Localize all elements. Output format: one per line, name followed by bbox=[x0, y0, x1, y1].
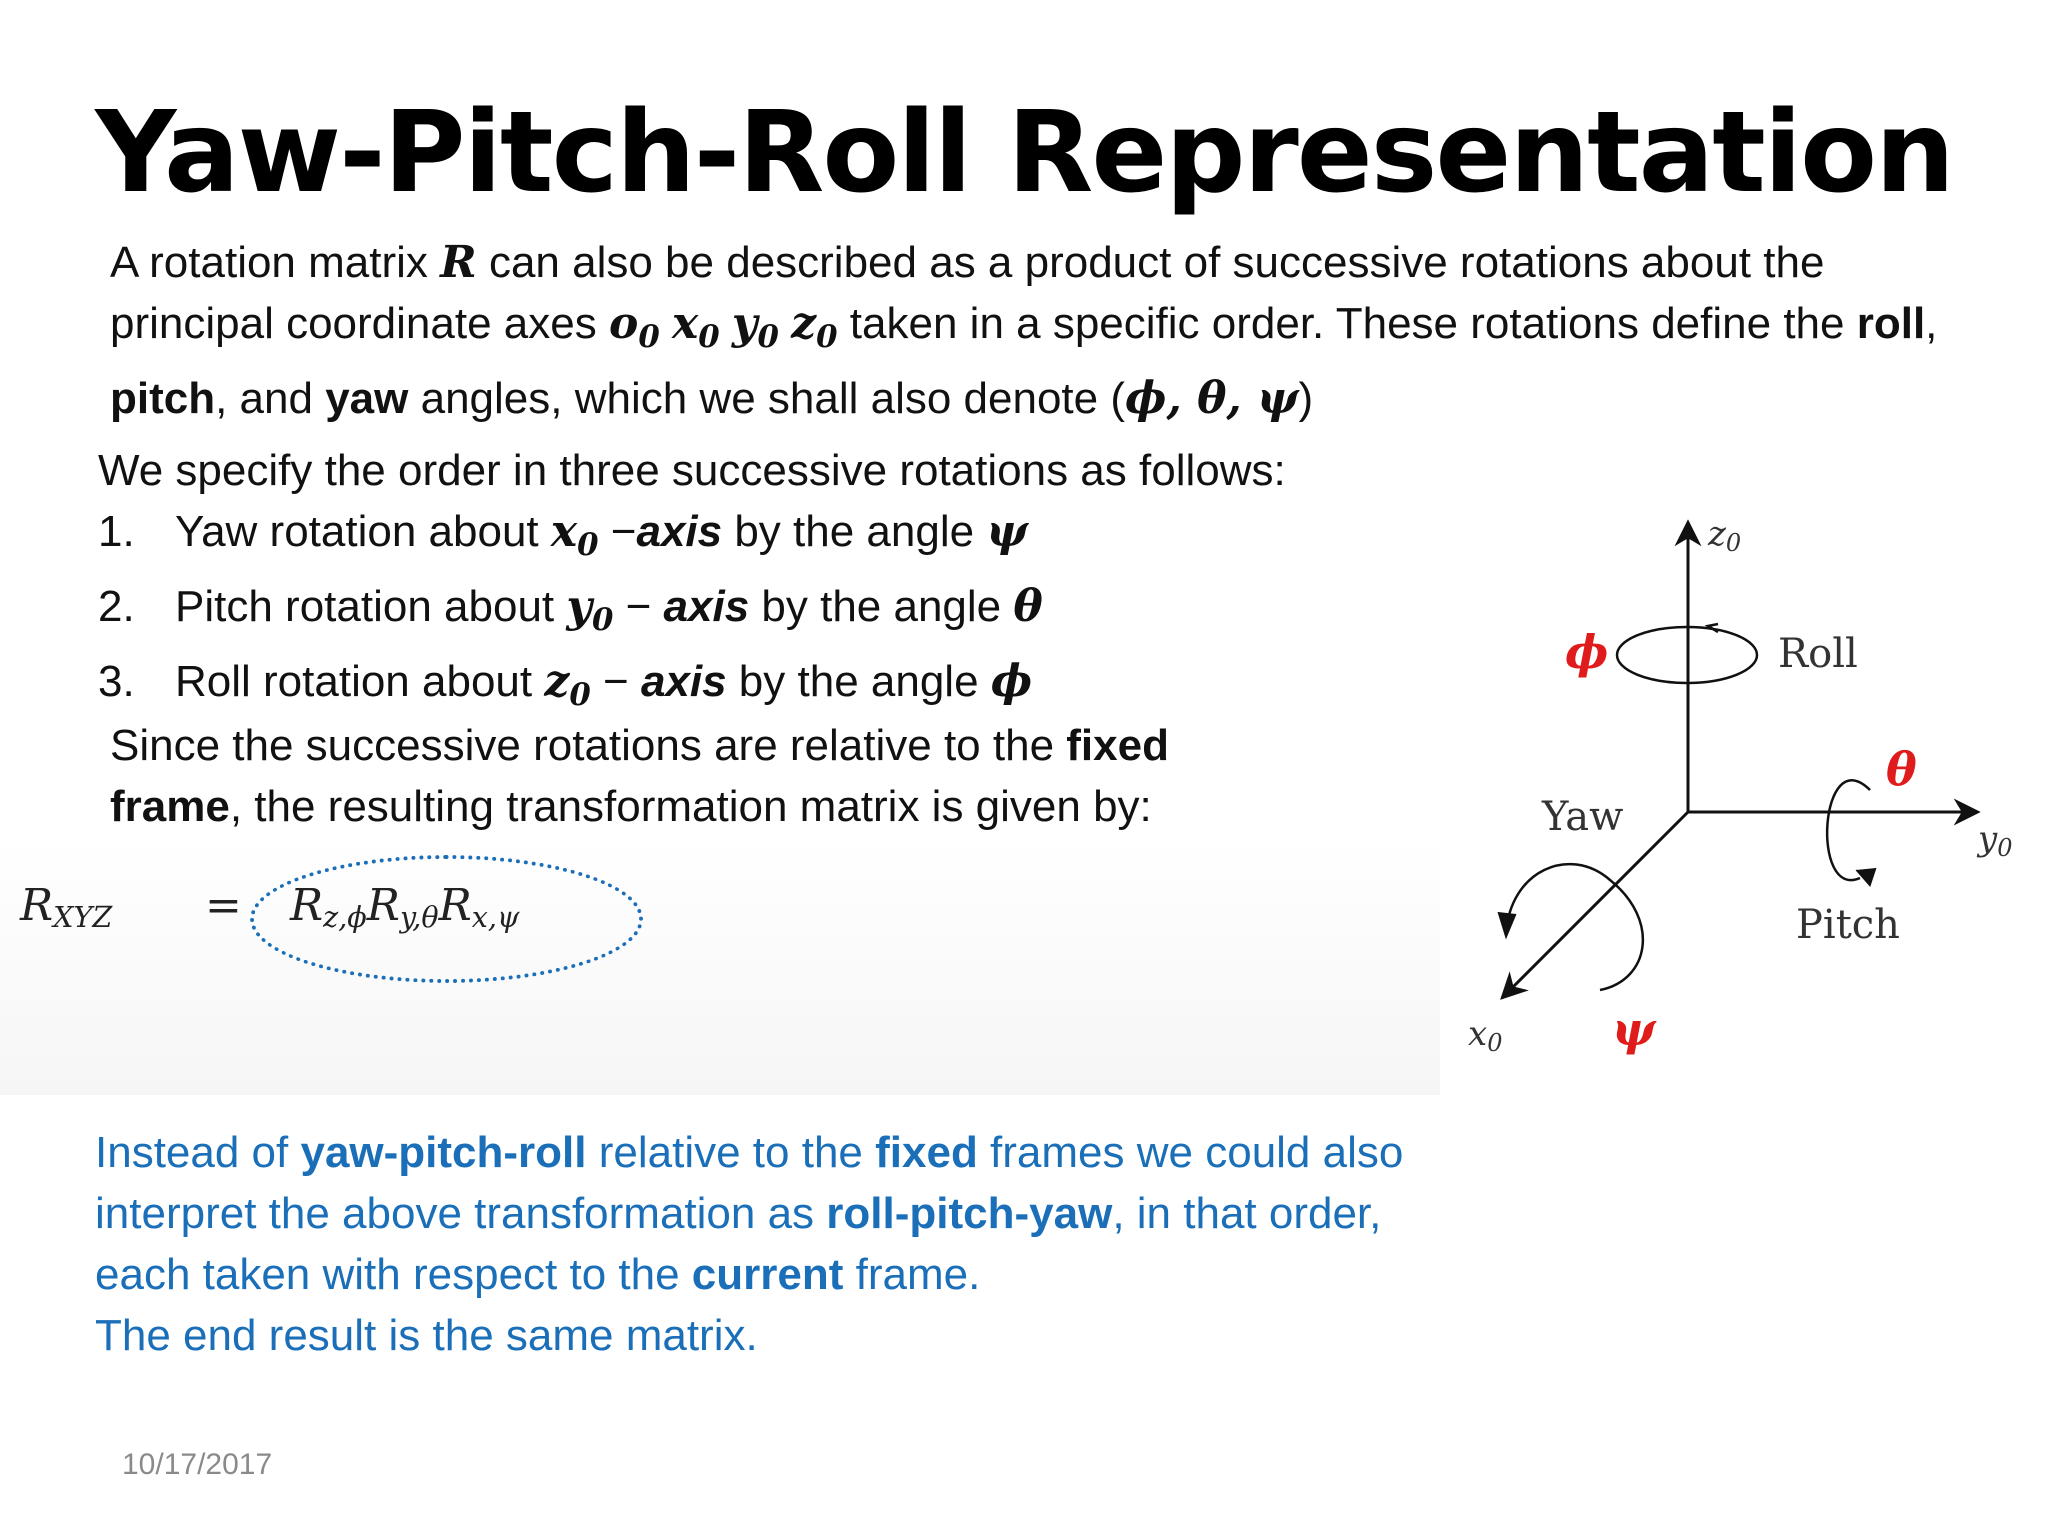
subscript: 0 bbox=[569, 677, 591, 714]
y-axis-label: y0 bbox=[1976, 819, 2013, 862]
item-text: Yaw rotation about x0 −axis by the angle… bbox=[175, 501, 1028, 576]
pitch-label: Pitch bbox=[1796, 902, 1900, 948]
item-prefix: Roll rotation about bbox=[175, 657, 545, 707]
item-text: Pitch rotation about y0 − axis by the an… bbox=[175, 576, 1043, 651]
alt-bold: yaw-pitch-roll bbox=[300, 1128, 587, 1177]
subscript: 0 bbox=[577, 527, 599, 564]
alt-bold: current bbox=[691, 1250, 844, 1299]
roll-label: Roll bbox=[1778, 631, 1858, 677]
pitch-arc bbox=[1825, 779, 1871, 882]
subscript: 0 bbox=[757, 319, 779, 356]
axes-diagram: z0 y0 x0 Roll Pitch Yaw ϕ θ ψ bbox=[1468, 514, 2013, 1057]
subscript: 0 bbox=[698, 319, 720, 356]
angle-symbol: θ bbox=[1013, 581, 1043, 633]
alt-text: frame. bbox=[843, 1250, 981, 1299]
angle-symbol: ψ bbox=[986, 506, 1028, 557]
dash: − bbox=[590, 657, 641, 707]
psi-angle-label: ψ bbox=[1612, 1002, 1657, 1056]
slide-date: 10/17/2017 bbox=[122, 1448, 273, 1481]
yaw-arc bbox=[1504, 862, 1645, 992]
lhs-symbol: R bbox=[20, 880, 54, 931]
formula-background bbox=[0, 835, 1440, 1095]
alt-text: frames we could also interpret the above… bbox=[95, 1128, 1404, 1238]
alt-text: relative to the bbox=[586, 1128, 876, 1177]
formula-lhs: RXYZ bbox=[20, 880, 112, 934]
axis-y-symbol: y bbox=[731, 298, 758, 349]
axis-symbol: x bbox=[550, 506, 578, 557]
axis-x-symbol: x bbox=[671, 298, 699, 349]
fixed-frame-paragraph: Since the successive rotations are relat… bbox=[110, 715, 1310, 837]
equals-sign: = bbox=[205, 880, 242, 931]
axis-word: axis bbox=[663, 582, 750, 632]
axis-z-symbol: z bbox=[791, 298, 817, 349]
intro-text: , bbox=[1925, 299, 1938, 348]
item-text: Roll rotation about z0 − axis by the ang… bbox=[175, 651, 1032, 726]
matrix-symbol: R bbox=[440, 237, 477, 288]
subscript: 0 bbox=[638, 319, 660, 356]
order-heading: We specify the order in three successive… bbox=[98, 446, 1286, 495]
axis-o-symbol: o bbox=[608, 298, 639, 349]
alt-text: Instead of bbox=[95, 1128, 301, 1177]
phi-angle-label: ϕ bbox=[1565, 625, 1608, 679]
roll-arc bbox=[1615, 625, 1759, 685]
alt-text: , in that order, each taken with respect… bbox=[95, 1189, 1382, 1299]
item-number: 1. bbox=[98, 507, 135, 556]
item-prefix: Pitch rotation about bbox=[175, 582, 567, 632]
roll-term: roll bbox=[1856, 299, 1926, 348]
axis-symbol: z bbox=[544, 656, 570, 708]
z-axis-label: z0 bbox=[1707, 514, 1741, 557]
yaw-label: Yaw bbox=[1541, 794, 1623, 840]
item-number: 2. bbox=[98, 582, 135, 632]
item-mid: by the angle bbox=[749, 582, 1014, 632]
item-number: 3. bbox=[98, 657, 135, 707]
alt-bold: fixed bbox=[875, 1128, 978, 1177]
yaw-term: yaw bbox=[325, 374, 409, 424]
axis-symbol: y bbox=[566, 581, 592, 633]
order-item: 2. Pitch rotation about y0 − axis by the… bbox=[98, 576, 1428, 651]
item-prefix: Yaw rotation about bbox=[175, 507, 551, 556]
formula-highlight-ellipse bbox=[250, 855, 643, 983]
dash: − bbox=[613, 582, 664, 632]
item-mid: by the angle bbox=[722, 507, 987, 556]
fixed-text: , the resulting transformation matrix is… bbox=[229, 782, 1152, 831]
intro-text: can also be described as a product of su… bbox=[110, 238, 1825, 348]
slide-title: Yaw-Pitch-Roll Representation bbox=[95, 88, 1955, 218]
fixed-frame-term: fixed frame bbox=[110, 721, 1169, 831]
intro-text: A rotation matrix bbox=[110, 238, 441, 287]
item-mid: by the angle bbox=[726, 657, 991, 707]
subscript: 0 bbox=[816, 319, 838, 356]
intro-text: ) bbox=[1298, 374, 1314, 424]
axis-word: axis bbox=[636, 507, 723, 556]
subscript: 0 bbox=[591, 602, 614, 639]
x-axis-label: x0 bbox=[1468, 1014, 1502, 1057]
intro-text: , and bbox=[215, 374, 326, 424]
angle-symbol: ϕ bbox=[990, 656, 1033, 708]
intro-paragraph: A rotation matrix R can also be describe… bbox=[110, 232, 1990, 429]
roll-arrowhead bbox=[1704, 622, 1719, 634]
dash: − bbox=[598, 507, 637, 556]
alternative-interpretation: Instead of yaw-pitch-roll relative to th… bbox=[95, 1122, 1425, 1366]
alt-conclusion: The end result is the same matrix. bbox=[95, 1311, 758, 1360]
yaw-arrowhead bbox=[1497, 911, 1517, 940]
alt-bold: roll-pitch-yaw bbox=[826, 1189, 1113, 1238]
fixed-text: Since the successive rotations are relat… bbox=[110, 721, 1067, 770]
intro-text: taken in a specific order. These rotatio… bbox=[837, 299, 1857, 348]
pitch-arrowhead bbox=[1855, 867, 1877, 887]
theta-angle-label: θ bbox=[1886, 742, 1917, 796]
rotation-order-section: We specify the order in three successive… bbox=[98, 440, 1428, 727]
intro-text: angles, which we shall also denote ( bbox=[408, 374, 1126, 424]
x-axis bbox=[1500, 810, 1690, 1000]
order-item: 3. Roll rotation about z0 − axis by the … bbox=[98, 651, 1428, 726]
pitch-term: pitch bbox=[110, 374, 216, 424]
axis-word: axis bbox=[640, 657, 727, 707]
angle-symbols: ϕ, θ, ψ bbox=[1125, 373, 1299, 425]
lhs-subscript: XYZ bbox=[53, 900, 113, 935]
order-item: 1. Yaw rotation about x0 −axis by the an… bbox=[98, 501, 1428, 576]
